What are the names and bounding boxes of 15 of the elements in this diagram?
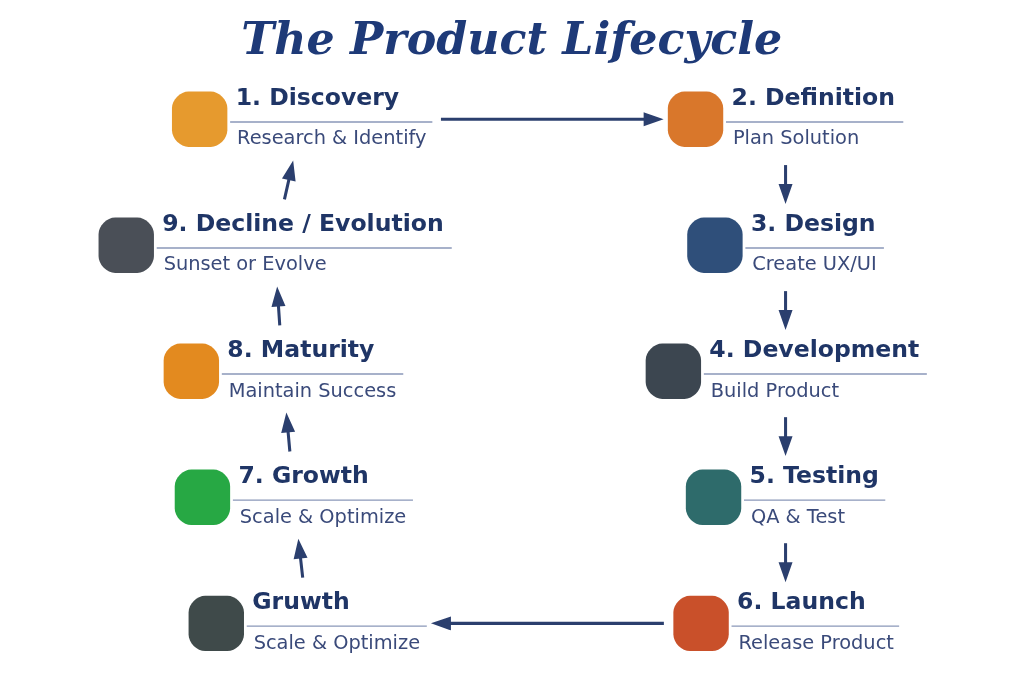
diagram-title: The Product Lifecycle [241,11,783,64]
node-label: Gruwth [252,586,350,615]
arrow [293,538,308,578]
arrow [281,160,296,200]
arrow [778,417,793,457]
arrow [778,543,793,583]
arrow [778,165,793,205]
arrow [430,616,664,631]
arrow [440,112,664,127]
node-label: 9. Decline / Evolution [162,208,444,237]
arrow [778,291,793,331]
arrow [281,412,296,452]
node-label: 7. Growth [238,460,369,489]
arrow [271,286,286,326]
node-label: 2. Definition [731,82,896,111]
